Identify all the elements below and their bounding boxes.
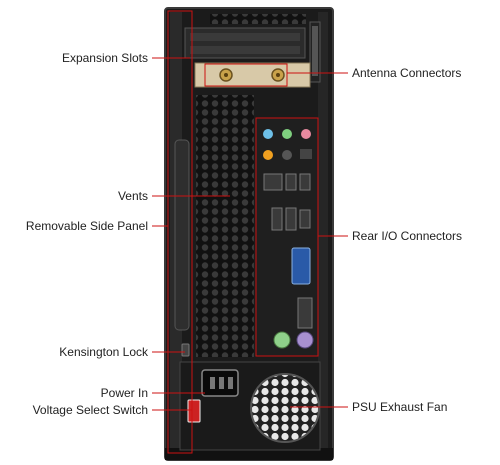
label-psu-exhaust-fan: PSU Exhaust Fan bbox=[352, 400, 448, 414]
dvi-port bbox=[297, 297, 313, 329]
audio-jack-pink bbox=[301, 129, 311, 139]
callout-lines bbox=[152, 10, 348, 454]
optical-port bbox=[300, 149, 312, 159]
usb-port bbox=[299, 173, 311, 191]
rear-io-plate bbox=[255, 117, 319, 357]
label-power-in: Power In bbox=[100, 386, 148, 400]
audio-jack-black bbox=[282, 150, 292, 160]
audio-jack-green bbox=[282, 129, 292, 139]
vents bbox=[196, 95, 254, 357]
psu-exhaust-fan bbox=[250, 373, 320, 443]
kensington-lock-slot bbox=[181, 343, 190, 357]
audio-jack-orange bbox=[263, 150, 273, 160]
usb-port bbox=[271, 207, 283, 231]
top-vent bbox=[210, 14, 306, 24]
ps2-port-green bbox=[273, 331, 291, 349]
esata-port bbox=[299, 209, 311, 229]
ethernet-port bbox=[263, 173, 283, 191]
voltage-select-switch bbox=[187, 399, 201, 423]
label-rear-io-connectors: Rear I/O Connectors bbox=[352, 229, 463, 243]
audio-jack-blue bbox=[263, 129, 273, 139]
label-vents: Vents bbox=[117, 189, 148, 203]
psu bbox=[179, 361, 321, 451]
label-voltage-select-switch: Voltage Select Switch bbox=[32, 403, 148, 417]
usb-port bbox=[285, 173, 297, 191]
label-expansion-slots: Expansion Slots bbox=[61, 51, 148, 65]
ps2-port-purple bbox=[296, 331, 314, 349]
label-removable-side-panel: Removable Side Panel bbox=[25, 219, 148, 233]
label-kensington-lock: Kensington Lock bbox=[59, 345, 148, 359]
usb-port bbox=[285, 207, 297, 231]
antenna-bracket bbox=[194, 62, 311, 88]
vga-port bbox=[291, 247, 311, 285]
expansion-slots bbox=[184, 21, 321, 83]
removable-side-panel bbox=[174, 139, 190, 331]
label-antenna-connectors: Antenna Connectors bbox=[352, 66, 462, 80]
